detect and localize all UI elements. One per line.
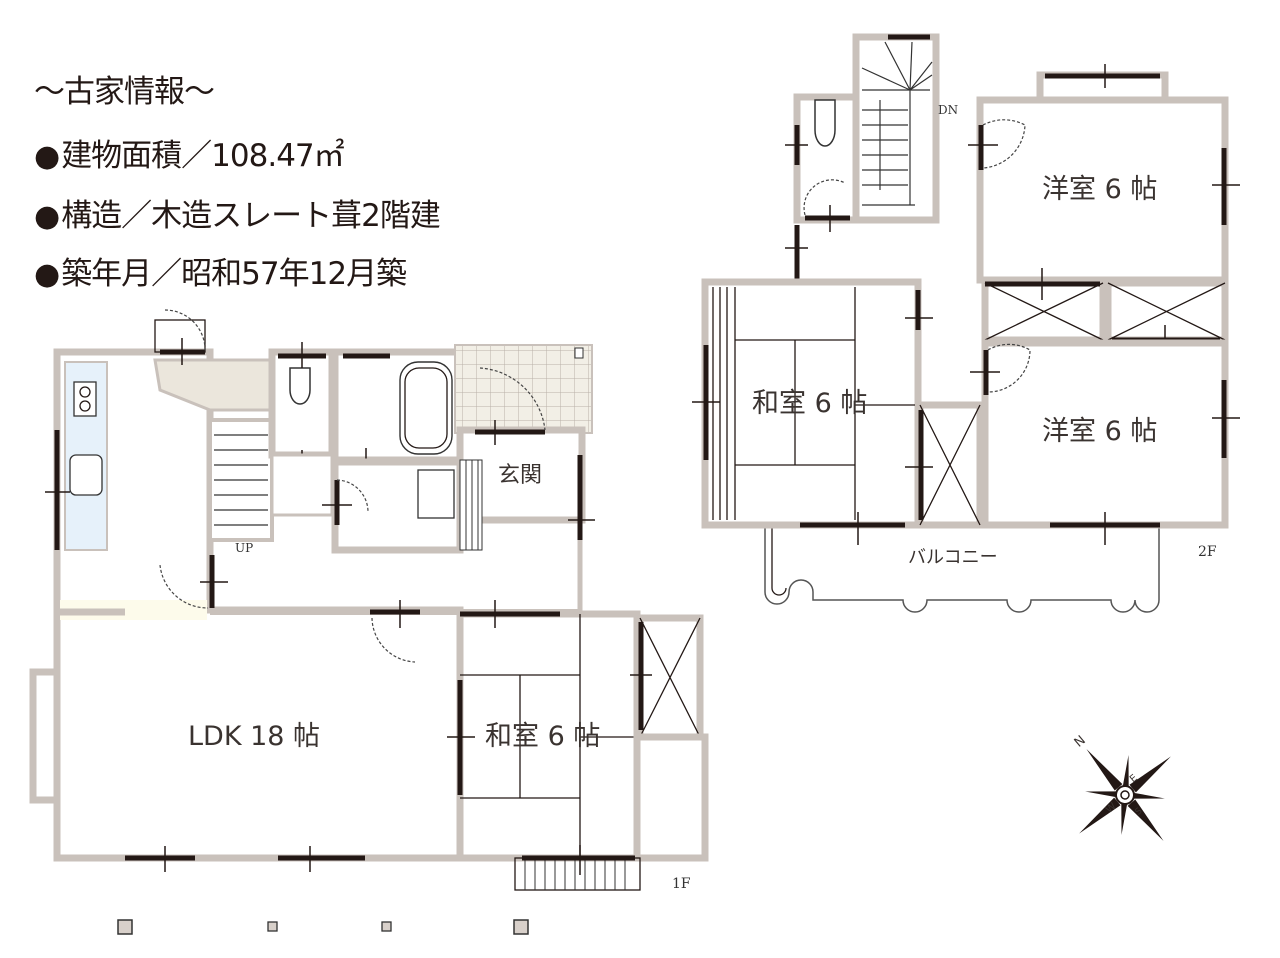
compass-east: E <box>1128 773 1140 785</box>
bullet-icon: ● <box>34 139 60 174</box>
post-marker <box>513 919 529 935</box>
floor-1: UP 玄関 LDK 18 帖 <box>29 309 709 935</box>
room-yoshitsu-bottom <box>981 339 1229 529</box>
back-door-step <box>154 319 206 353</box>
porch <box>454 344 593 434</box>
stairs-2f <box>852 33 940 224</box>
post-marker <box>267 921 278 932</box>
compass-icon: N E S W <box>1072 733 1171 841</box>
toilet-icon <box>814 99 836 147</box>
compass-south: S <box>1134 806 1145 818</box>
floor-2-label: 2F <box>1198 544 1217 560</box>
hall <box>153 358 272 412</box>
room-ldk-label: LDK 18 帖 <box>188 721 320 752</box>
toilet-icon <box>289 367 311 405</box>
room-yoshitsu-bottom-label: 洋室 6 帖 <box>1042 416 1157 447</box>
bullet-icon: ● <box>34 199 60 234</box>
stove-icon <box>73 381 97 417</box>
info-area-text: 建物面積／108.47㎡ <box>61 138 344 174</box>
info-structure-text: 構造／木造スレート葺2階建 <box>61 198 441 234</box>
post-marker <box>381 921 392 932</box>
info-built-text: 築年月／昭和57年12月築 <box>61 256 407 292</box>
veranda-step <box>514 857 641 891</box>
stair-up-label: UP <box>235 541 253 555</box>
washbasin-icon <box>417 469 455 519</box>
stair-down-label: DN <box>938 103 958 117</box>
balcony-label: バルコニー <box>908 547 998 568</box>
floor-2: バルコニー 2F DN 洋室 6 帖 <box>692 33 1240 613</box>
info-area: ●建物面積／108.47㎡ <box>34 130 345 175</box>
post-marker <box>117 919 133 935</box>
room-yoshitsu-top-label: 洋室 6 帖 <box>1042 174 1157 205</box>
bullet-icon: ● <box>34 257 60 292</box>
balcony <box>764 525 1160 613</box>
compass-north: N <box>1072 733 1089 751</box>
room-washitsu-1f-label: 和室 6 帖 <box>485 721 600 752</box>
info-built: ●築年月／昭和57年12月築 <box>34 248 407 293</box>
floor-1-label: 1F <box>672 876 691 892</box>
storage-1f <box>633 733 709 862</box>
shoe-step <box>459 459 483 551</box>
bathtub-icon <box>399 361 453 455</box>
info-structure: ●構造／木造スレート葺2階建 <box>34 190 441 235</box>
info-title: 〜古家情報〜 <box>34 74 215 110</box>
room-genkan-label: 玄関 <box>498 463 542 488</box>
room-washitsu-2f-label: 和室 6 帖 <box>752 388 867 419</box>
sink-icon <box>69 454 103 496</box>
